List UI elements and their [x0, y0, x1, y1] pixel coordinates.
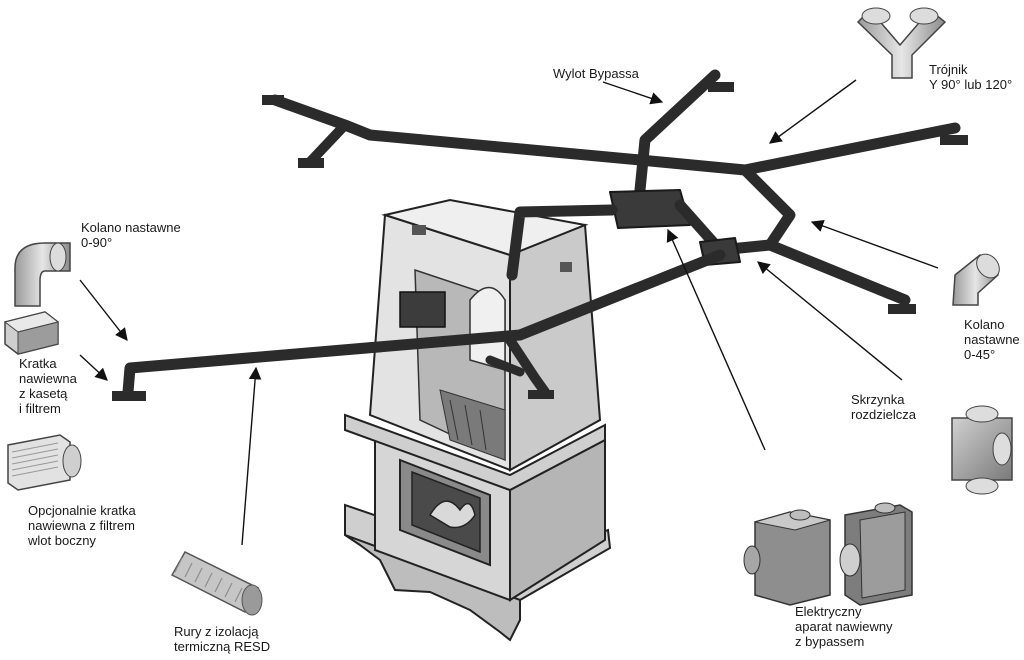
fan-unit-icon [743, 502, 913, 606]
arrow-tee [768, 79, 857, 144]
label-tee: Trójnik Y 90° lub 120° [929, 62, 1012, 92]
pointer-arrows [79, 79, 939, 546]
arrow-elbow-90 [79, 279, 128, 341]
arrow-elbow-45 [810, 219, 939, 269]
elbow-45-icon [952, 253, 1000, 306]
label-elbow-45-title: Kolano nastawne [964, 317, 1020, 347]
label-pipes-insulation: Rury z izolacją termiczną RESD [174, 624, 271, 654]
arrow-pipes [241, 366, 262, 546]
label-bypass-outlet: Wylot Bypassa [553, 66, 639, 81]
elbow-90-icon [14, 242, 71, 307]
label-distribution-box: Skrzynka rozdzielcza [851, 392, 917, 422]
label-elbow-adjustable-title: Kolano nastawne [81, 220, 181, 235]
label-optional-grille: Opcjonalnie kratka nawiewna z filtrem wl… [28, 503, 136, 548]
distribution-box-icon [951, 405, 1013, 495]
label-elbow-45: Kolano nastawne 0-45° [964, 317, 1020, 362]
side-grille-icon [7, 434, 82, 491]
label-tee-title: Trójnik [929, 62, 968, 77]
grille-cassette-icon [3, 311, 60, 355]
duct-network [112, 69, 968, 401]
arrow-distribution-box [757, 261, 903, 381]
fireplace-stove [344, 198, 612, 642]
y-tee-icon [856, 7, 947, 79]
label-tee-angles: Y 90° lub 120° [929, 77, 1013, 92]
insulated-pipe-icon [170, 551, 263, 616]
label-elbow-adjustable-range: 0-90° [81, 235, 113, 250]
arrow-electric-unit [666, 228, 766, 451]
label-elbow-45-range: 0-45° [964, 347, 996, 362]
arrow-grille [79, 354, 108, 381]
label-grille-cassette: Kratka nawiewna z kasetą i filtrem [19, 356, 77, 416]
arrow-bypass-outlet [602, 81, 664, 105]
label-elbow-adjustable: Kolano nastawne 0-90° [81, 220, 181, 250]
label-electric-unit: Elektryczny aparat nawiewny z bypassem [795, 604, 893, 649]
